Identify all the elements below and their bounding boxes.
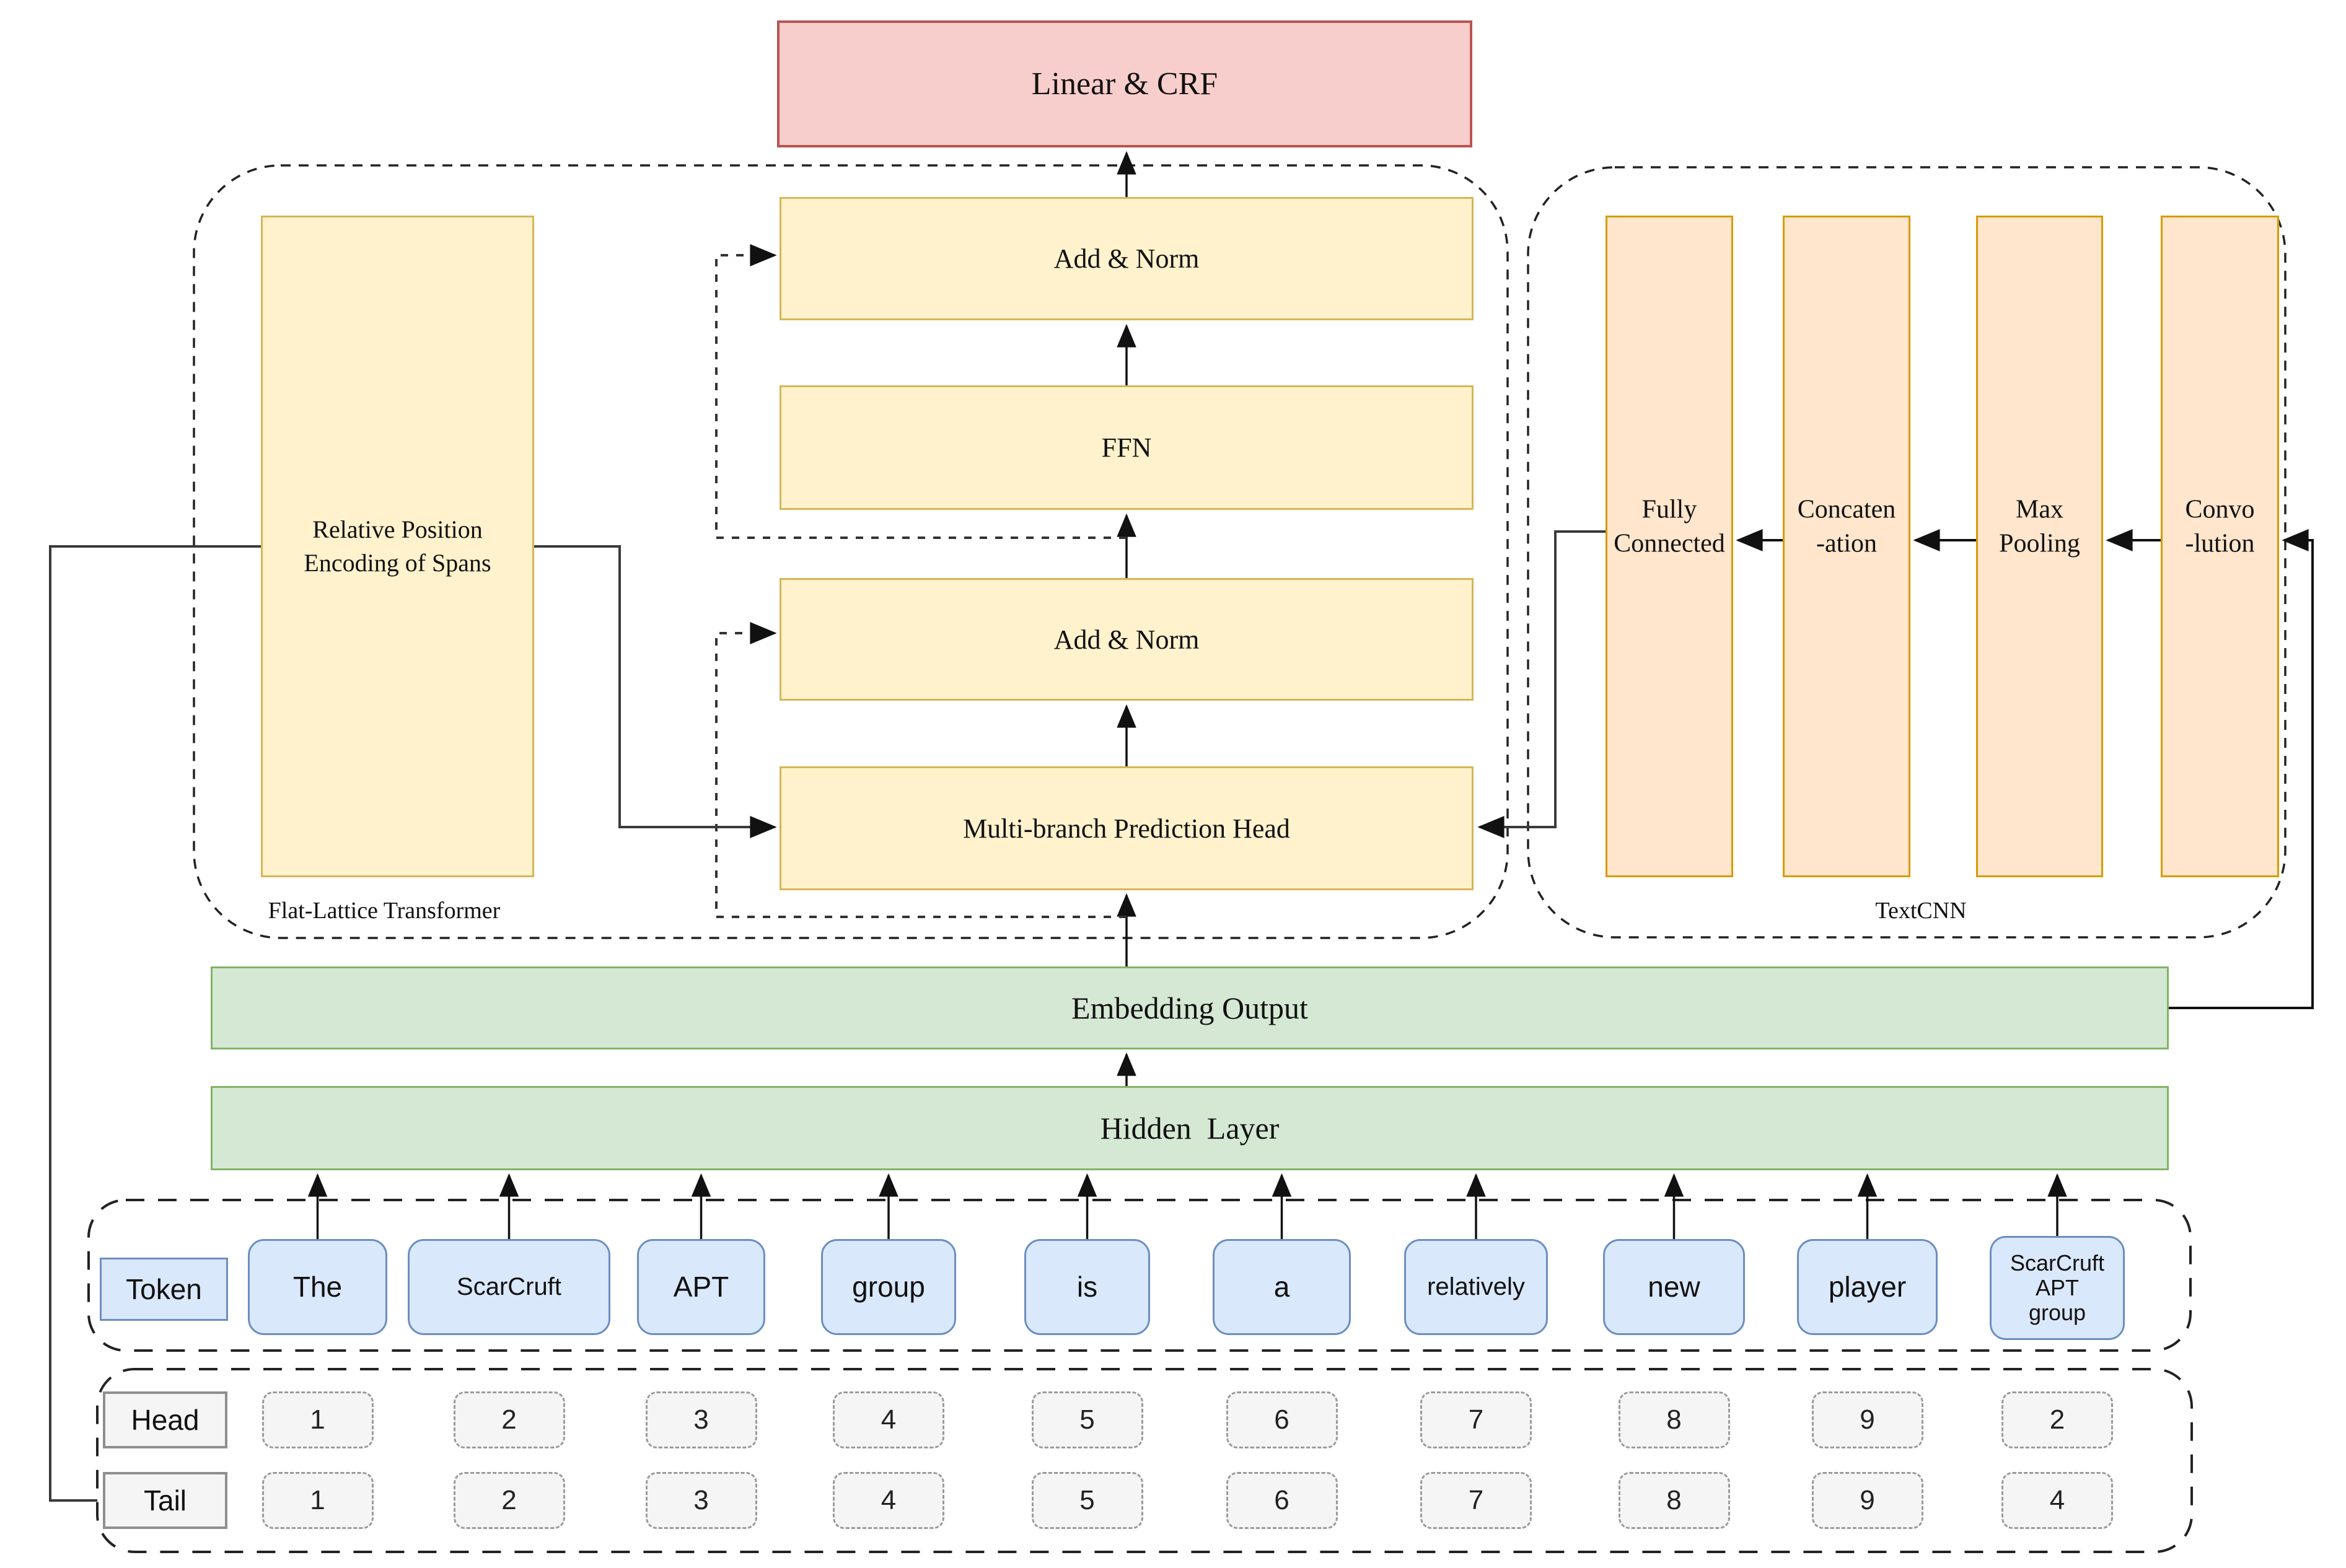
fc-to-mbph-line <box>1477 530 1606 838</box>
add-norm-top-box: Add & Norm <box>780 197 1474 320</box>
head-cell-2: 3 <box>645 1391 757 1448</box>
textcnn-stage-concatenation: Concaten-ation <box>1783 216 1910 877</box>
head-cell-3: 4 <box>833 1391 944 1448</box>
tail-cell-1: 2 <box>453 1472 565 1529</box>
tail-to-rpe-line <box>49 545 261 1502</box>
token-box-1: ScarCruft <box>408 1239 610 1335</box>
token-box-5: a <box>1213 1239 1351 1335</box>
tail-cell-3: 4 <box>833 1472 944 1529</box>
stage-label: Convo-lution <box>2185 495 2255 558</box>
textcnn-container-border <box>1527 166 2287 939</box>
tail-row-label: Tail <box>103 1472 227 1529</box>
flat-lattice-caption: Flat-Lattice Transformer <box>268 898 501 924</box>
add-norm-mid-box: Add & Norm <box>780 578 1474 701</box>
tail-cell-6: 7 <box>1420 1472 1532 1529</box>
head-cell-0: 1 <box>261 1391 374 1448</box>
tail-cell-8: 9 <box>1811 1472 1923 1529</box>
token-box-2: APT <box>637 1239 765 1335</box>
tail-cell-7: 8 <box>1618 1472 1730 1529</box>
textcnn-caption: TextCNN <box>1875 898 1967 924</box>
head-cell-1: 2 <box>453 1391 565 1448</box>
token-box-8: player <box>1797 1239 1938 1335</box>
ffn-box: FFN <box>780 385 1474 510</box>
stage-label: Concaten-ation <box>1797 495 1896 558</box>
relative-position-encoding-box: Relative Position Encoding of Spans <box>261 216 534 877</box>
embedding-output-bar: Embedding Output <box>211 966 2169 1049</box>
hidden-layer-bar: Hidden Layer <box>211 1086 2169 1170</box>
token-row-label: Token <box>100 1258 228 1321</box>
head-cell-4: 5 <box>1031 1391 1143 1448</box>
head-tail-row-border <box>96 1368 2193 1553</box>
linear-crf-box: Linear & CRF <box>777 20 1472 147</box>
rpe-to-mbph-line <box>534 545 777 838</box>
skip-connection-upper <box>715 244 1127 539</box>
token-box-0: The <box>248 1239 387 1335</box>
head-cell-8: 9 <box>1811 1391 1923 1448</box>
head-cell-9: 2 <box>2001 1391 2113 1448</box>
head-row-label: Head <box>103 1391 227 1448</box>
token-box-4: is <box>1024 1239 1150 1335</box>
tail-cell-5: 6 <box>1226 1472 1338 1529</box>
head-cell-5: 6 <box>1226 1391 1338 1448</box>
tail-cell-9: 4 <box>2001 1472 2113 1529</box>
token-box-6: relatively <box>1404 1239 1548 1335</box>
linear-crf-label: Linear & CRF <box>1031 66 1218 102</box>
textcnn-stage-convolution: Convo-lution <box>2161 216 2279 877</box>
token-row-border <box>87 1199 2192 1352</box>
head-cell-7: 8 <box>1618 1391 1730 1448</box>
tail-cell-4: 5 <box>1031 1472 1143 1529</box>
tail-cell-0: 1 <box>261 1472 374 1529</box>
token-box-7: new <box>1603 1239 1745 1335</box>
skip-connection-lower <box>715 622 1127 918</box>
embedding-to-convolution-line <box>2169 529 2314 1009</box>
multi-branch-prediction-head-box: Multi-branch Prediction Head <box>780 766 1474 890</box>
token-box-3: group <box>821 1239 956 1335</box>
head-cell-6: 7 <box>1420 1391 1532 1448</box>
token-arrows <box>307 1173 2067 1241</box>
tail-cell-2: 3 <box>645 1472 757 1529</box>
